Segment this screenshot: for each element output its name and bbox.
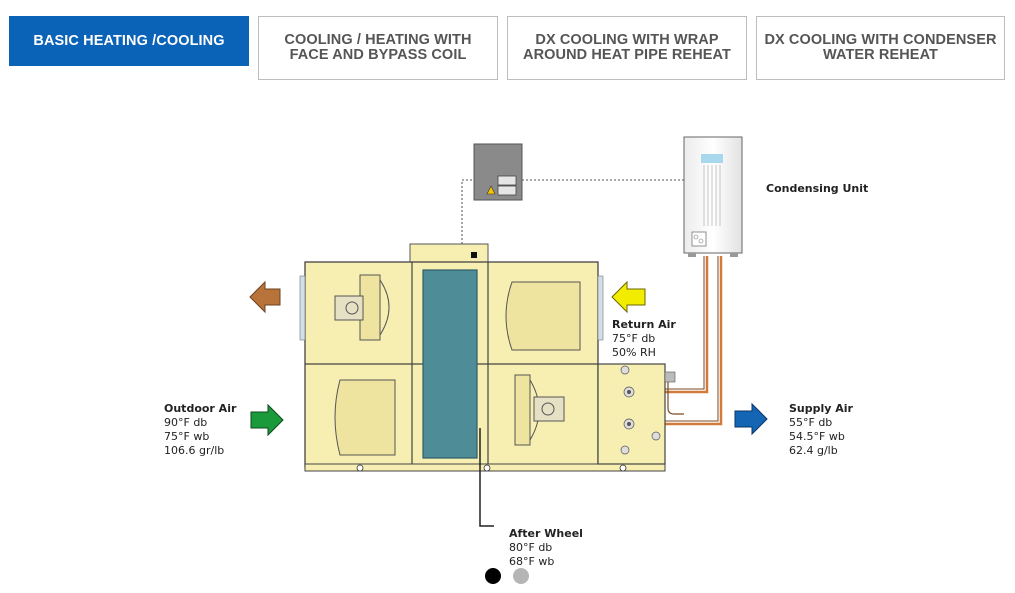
condensing-unit bbox=[683, 136, 743, 257]
carousel-dot-2[interactable] bbox=[513, 568, 529, 584]
outdoor-air-label-group: Outdoor Air 90°F db 75°F wb 106.6 gr/lb bbox=[164, 402, 237, 457]
tab-label: BASIC HEATING /COOLING bbox=[33, 32, 225, 49]
supply-air-label: Supply Air bbox=[789, 402, 854, 415]
after-wheel-label-group: After Wheel 80°F db 68°F wb bbox=[509, 527, 583, 568]
tab-bar: BASIC HEATING /COOLING COOLING / HEATING… bbox=[0, 0, 1015, 90]
carousel-dot-1[interactable] bbox=[485, 568, 501, 584]
control-wiring bbox=[461, 179, 474, 244]
return-air-arrow bbox=[611, 280, 646, 314]
after-wheel-label: After Wheel bbox=[509, 527, 583, 540]
after-wheel-pointer bbox=[479, 428, 494, 527]
exhaust-air-arrow bbox=[249, 280, 281, 314]
outdoor-air-wb: 75°F wb bbox=[164, 430, 209, 443]
condensing-unit-label: Condensing Unit bbox=[766, 182, 868, 195]
supply-air-label-group: Supply Air 55°F db 54.5°F wb 62.4 g/lb bbox=[789, 402, 854, 457]
dx-coil-section bbox=[597, 363, 666, 465]
tab-label: COOLING / HEATING WITH FACE AND BYPASS C… bbox=[284, 32, 472, 63]
carousel-pagination bbox=[485, 568, 535, 586]
tab-basic-heating-cooling[interactable]: BASIC HEATING /COOLING bbox=[9, 16, 249, 66]
after-wheel-wb: 68°F wb bbox=[509, 555, 554, 568]
tab-dx-cooling-wrap-around-heat-pipe[interactable]: DX COOLING WITH WRAP AROUND HEAT PIPE RE… bbox=[507, 16, 747, 80]
control-panel bbox=[473, 143, 523, 201]
outdoor-air-label: Outdoor Air bbox=[164, 402, 237, 415]
tab-cooling-heating-face-bypass[interactable]: COOLING / HEATING WITH FACE AND BYPASS C… bbox=[258, 16, 498, 80]
return-air-label: Return Air bbox=[612, 318, 676, 331]
return-air-db: 75°F db bbox=[612, 332, 655, 345]
tab-label: DX COOLING WITH CONDENSER WATER REHEAT bbox=[764, 32, 997, 63]
return-air-rh: 50% RH bbox=[612, 346, 656, 359]
energy-recovery-wheel bbox=[422, 269, 478, 459]
supply-air-db: 55°F db bbox=[789, 416, 832, 429]
supply-air-wb: 54.5°F wb bbox=[789, 430, 845, 443]
supply-air-gr: 62.4 g/lb bbox=[789, 444, 838, 457]
air-handling-unit bbox=[299, 243, 684, 472]
outdoor-air-gr: 106.6 gr/lb bbox=[164, 444, 224, 457]
after-wheel-db: 80°F db bbox=[509, 541, 552, 554]
warning-icon bbox=[486, 185, 496, 195]
tab-label: DX COOLING WITH WRAP AROUND HEAT PIPE RE… bbox=[523, 32, 731, 63]
return-air-label-group: Return Air 75°F db 50% RH bbox=[612, 318, 676, 359]
tab-dx-cooling-condenser-water[interactable]: DX COOLING WITH CONDENSER WATER REHEAT bbox=[756, 16, 1005, 80]
supply-air-arrow bbox=[734, 402, 768, 436]
outdoor-air-db: 90°F db bbox=[164, 416, 207, 429]
outdoor-air-arrow bbox=[250, 403, 284, 437]
